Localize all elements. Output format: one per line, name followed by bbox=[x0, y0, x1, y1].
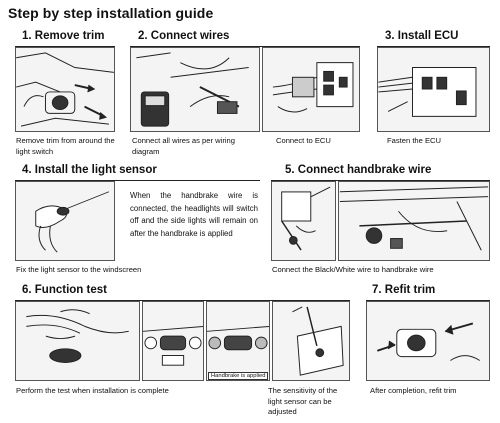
step-2-caption-b: Connect to ECU bbox=[276, 136, 331, 145]
step-3-divider bbox=[377, 46, 490, 47]
handbrake-applied-label: Handbrake is applied bbox=[208, 372, 269, 380]
step-3-ecu-illustration bbox=[377, 47, 490, 132]
step-7-divider bbox=[366, 300, 490, 301]
step-2-wiring-illustration bbox=[130, 47, 260, 132]
step-4-note: When the handbrake wire is connected, th… bbox=[130, 191, 258, 238]
step-5-caption: Connect the Black/White wire to handbrak… bbox=[272, 265, 434, 274]
step-1-caption: Remove trim from around the light switch bbox=[16, 136, 115, 156]
step-5-divider bbox=[271, 180, 490, 181]
step-6-hand-test-illustration bbox=[15, 301, 140, 381]
step-3-caption: Fasten the ECU bbox=[387, 136, 442, 145]
page-title: Step by step installation guide bbox=[8, 5, 214, 21]
step-2-caption-a: Connect all wires as per wiring diagram bbox=[132, 136, 235, 156]
step-7-caption: After completion, refit trim bbox=[370, 386, 457, 395]
step-7-refit-trim-illustration bbox=[366, 301, 490, 381]
step-2-title: 2. Connect wires bbox=[138, 30, 230, 42]
step-5-handbrake-wire-illustration bbox=[338, 181, 490, 261]
step-4-caption: Fix the light sensor to the windscreen bbox=[16, 265, 142, 274]
step-4-title: 4. Install the light sensor bbox=[22, 164, 157, 176]
step-6-caption-b: The sensitivity of the light sensor can … bbox=[268, 386, 338, 416]
step-2-divider bbox=[130, 46, 360, 47]
step-6-caption-a: Perform the test when installation is co… bbox=[16, 386, 169, 395]
step-7-title: 7. Refit trim bbox=[372, 284, 436, 296]
step-5-title: 5. Connect handbrake wire bbox=[285, 164, 432, 176]
step-3-title: 3. Install ECU bbox=[385, 30, 459, 42]
step-6-title: 6. Function test bbox=[22, 284, 107, 296]
step-1-divider bbox=[15, 46, 115, 47]
step-6-sensitivity-adjust-illustration bbox=[272, 301, 350, 381]
step-2-ecu-connect-illustration bbox=[262, 47, 360, 132]
step-5-handbrake-closeup-illustration bbox=[271, 181, 336, 261]
step-1-title: 1. Remove trim bbox=[22, 30, 105, 42]
step-4-divider bbox=[15, 180, 260, 181]
step-4-light-sensor-illustration bbox=[15, 181, 115, 261]
step-6-car-lights-on-illustration bbox=[142, 301, 204, 381]
step-6-car-handbrake-illustration bbox=[206, 301, 270, 381]
step-1-remove-trim-illustration bbox=[15, 47, 115, 132]
step-6-divider bbox=[15, 300, 350, 301]
